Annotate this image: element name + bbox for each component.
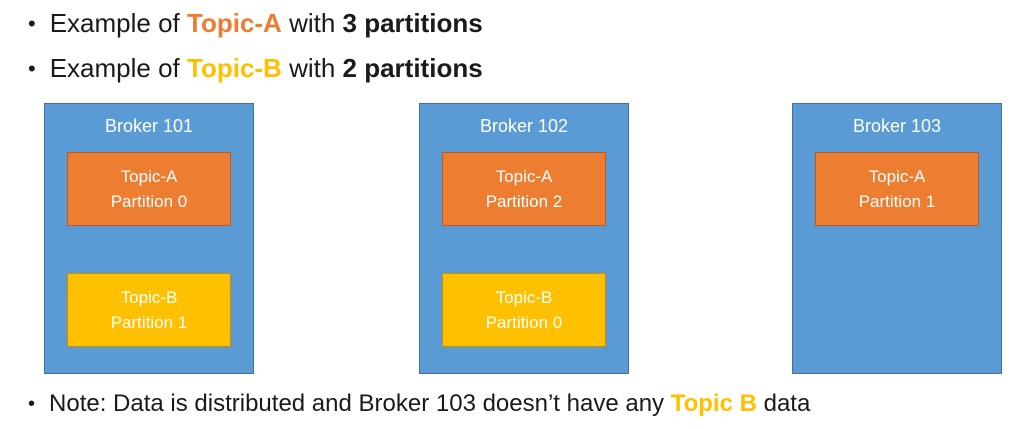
bullet-item-topic-b: • Example of Topic-B with 2 partitions bbox=[28, 50, 483, 88]
broker-101-topic-b-partition-1: Topic-B Partition 1 bbox=[67, 273, 231, 347]
partition-topic-label: Topic-A bbox=[120, 167, 178, 186]
partition-topic-label: Topic-B bbox=[120, 288, 178, 307]
note-text-prefix: Note: Data is distributed and Broker 103… bbox=[49, 390, 671, 417]
bullet-text-prefix: Example of bbox=[49, 8, 187, 38]
topic-a-label: Topic-A bbox=[187, 8, 282, 38]
partition-count-label: 2 partitions bbox=[342, 53, 483, 83]
partition-number-label: Partition 1 bbox=[858, 192, 936, 211]
broker-101-box: Broker 101 Topic-A Partition 0 Topic-B P… bbox=[44, 103, 254, 374]
bullet-text-middle: with bbox=[281, 8, 343, 38]
broker-title: Broker 102 bbox=[479, 116, 569, 136]
partition-topic-label: Topic-A bbox=[495, 167, 553, 186]
bullet-list: • Example of Topic-A with 3 partitions •… bbox=[28, 5, 483, 95]
broker-102-box: Broker 102 Topic-A Partition 2 Topic-B P… bbox=[419, 103, 629, 374]
bullet-glyph: • bbox=[28, 393, 36, 415]
broker-102-topic-b-partition-0: Topic-B Partition 0 bbox=[442, 273, 606, 347]
partition-number-label: Partition 0 bbox=[110, 192, 188, 211]
note-topic-b-label: Topic B bbox=[670, 390, 757, 417]
broker-103-box: Broker 103 Topic-A Partition 1 bbox=[792, 103, 1002, 374]
partition-topic-label: Topic-A bbox=[868, 167, 926, 186]
bullet-glyph: • bbox=[28, 11, 36, 36]
bullet-text-prefix: Example of bbox=[49, 53, 187, 83]
topic-b-label: Topic-B bbox=[187, 53, 282, 83]
broker-title: Broker 103 bbox=[852, 116, 942, 136]
partition-number-label: Partition 1 bbox=[110, 313, 188, 332]
partition-number-label: Partition 2 bbox=[485, 192, 563, 211]
partition-number-label: Partition 0 bbox=[485, 313, 563, 332]
bullet-glyph: • bbox=[28, 56, 36, 81]
broker-title: Broker 101 bbox=[104, 116, 194, 136]
bullet-item-topic-a: • Example of Topic-A with 3 partitions bbox=[28, 5, 483, 43]
partition-count-label: 3 partitions bbox=[342, 8, 483, 38]
note-text-suffix: data bbox=[756, 390, 811, 417]
broker-101-topic-a-partition-0: Topic-A Partition 0 bbox=[67, 152, 231, 226]
note-bullet-item: • Note: Data is distributed and Broker 1… bbox=[28, 388, 810, 421]
broker-102-topic-a-partition-2: Topic-A Partition 2 bbox=[442, 152, 606, 226]
broker-103-topic-a-partition-1: Topic-A Partition 1 bbox=[815, 152, 979, 226]
partition-topic-label: Topic-B bbox=[495, 288, 553, 307]
bullet-text-middle: with bbox=[281, 53, 343, 83]
